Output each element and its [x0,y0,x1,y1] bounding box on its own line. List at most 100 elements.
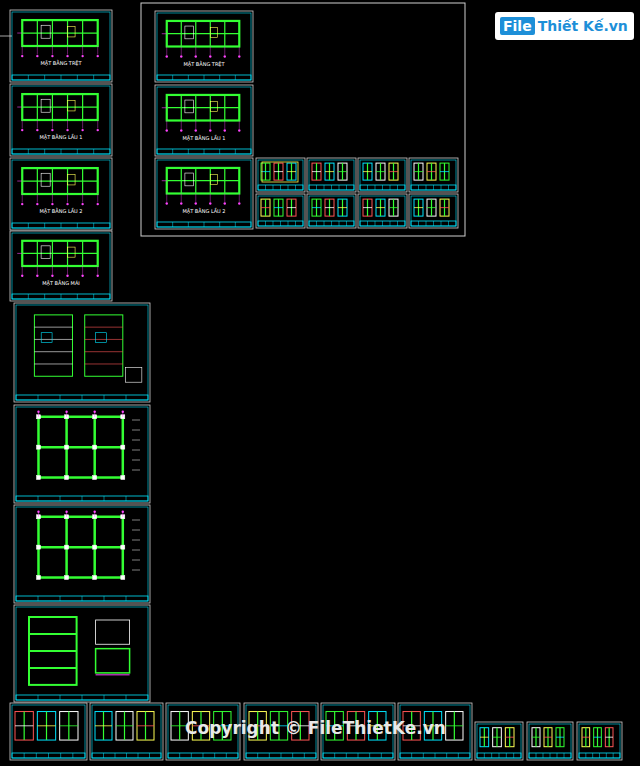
cad-stroke [97,46,98,55]
axis-dot [36,129,38,131]
cad-stroke [65,517,68,578]
cad-stroke [331,185,332,190]
cad-stroke [599,753,600,758]
cad-stroke [414,163,423,180]
cad-stroke [65,476,69,480]
cad-stroke [29,617,77,685]
cad-stroke [544,737,552,738]
cad-stroke [312,199,321,216]
cad-stroke [65,445,69,449]
cad-stroke [390,185,391,190]
cad-stroke [585,753,586,758]
cad-stroke [38,413,39,417]
axis-dot [238,202,240,204]
cad-stroke [93,75,94,80]
cad-stroke [17,33,22,34]
axis-dot [195,129,197,131]
cad-stroke [235,75,236,80]
cad-stroke [172,149,173,154]
cad-stroke [12,705,85,758]
cad-stroke [126,496,127,501]
axis-dot [36,275,38,277]
axis-dot [51,203,53,205]
cad-stroke [382,221,383,226]
cad-stroke [48,753,49,758]
cad-stroke [435,753,436,758]
cad-stroke [115,753,116,758]
cad-stroke [265,221,266,226]
cad-stroke [288,221,289,226]
cad-stroke [132,440,140,441]
cad-stroke [77,294,78,299]
cad-stroke [10,231,112,301]
cad-stroke [16,596,148,601]
cad-stroke [77,149,78,154]
cad-stroke [409,158,458,192]
cad-stroke [95,712,112,741]
cad-stroke [358,158,407,192]
cad-stroke [557,753,558,758]
cad-stroke [582,728,590,747]
cad-stroke [93,294,94,299]
axis-dot [180,55,182,57]
cad-stroke [167,95,240,121]
cad-stroke [376,199,385,216]
sheet-caption: MẶT BẰNG TRỆT [10,60,112,66]
cad-stroke [60,712,78,741]
cad-stroke [375,185,376,190]
sheet-caption: MẶT BẰNG LẦU 2 [155,208,253,214]
cad-stroke [389,163,398,180]
cad-stroke [103,753,104,758]
cad-stroke [239,194,240,203]
cad-stroke [95,725,112,726]
cad-stroke [339,185,340,190]
cad-stroke [475,722,523,760]
cad-stroke [606,753,607,758]
cad-stroke [85,327,123,328]
cad-stroke [12,149,110,154]
cad-stroke [104,596,105,601]
axis-dot [65,411,67,413]
cad-stroke [480,737,489,738]
cad-stroke [66,413,67,417]
cad-stroke [346,753,347,758]
cad-stroke [409,194,458,228]
cad-stroke [309,196,354,226]
cad-stroke [274,163,283,180]
cad-stroke [376,171,385,172]
cad-stroke [93,417,96,478]
cad-stroke [246,753,316,758]
axis-dot [122,411,124,413]
cad-stroke [90,703,163,760]
cad-stroke [10,10,112,82]
cad-stroke [411,221,456,226]
cad-stroke [155,85,253,156]
cad-stroke [281,753,282,758]
cad-stroke [338,207,347,208]
cad-stroke [93,545,97,549]
cad-stroke [22,168,97,194]
axis-dot [209,129,211,131]
cad-stroke [346,221,347,226]
cad-stroke [556,728,564,747]
cad-stroke [376,207,385,208]
cad-stroke [44,149,45,154]
cad-stroke [224,47,225,56]
drawing-sheet: MẶT BẰNG LẦU 2 [155,158,253,229]
cad-stroke [219,149,220,154]
cad-stroke [331,221,332,226]
cad-stroke [304,753,305,758]
cad-stroke [92,705,161,758]
cad-stroke [122,513,123,517]
cad-stroke [157,87,251,154]
cad-stroke [65,576,69,580]
cad-stroke [22,253,97,254]
cad-stroke [167,21,240,47]
cad-stroke [605,728,613,747]
cad-stroke [16,507,148,601]
cad-stroke [411,160,456,190]
cad-stroke [132,430,140,431]
cad-stroke [12,233,110,299]
cad-stroke [12,12,110,80]
cad-stroke [325,171,334,172]
